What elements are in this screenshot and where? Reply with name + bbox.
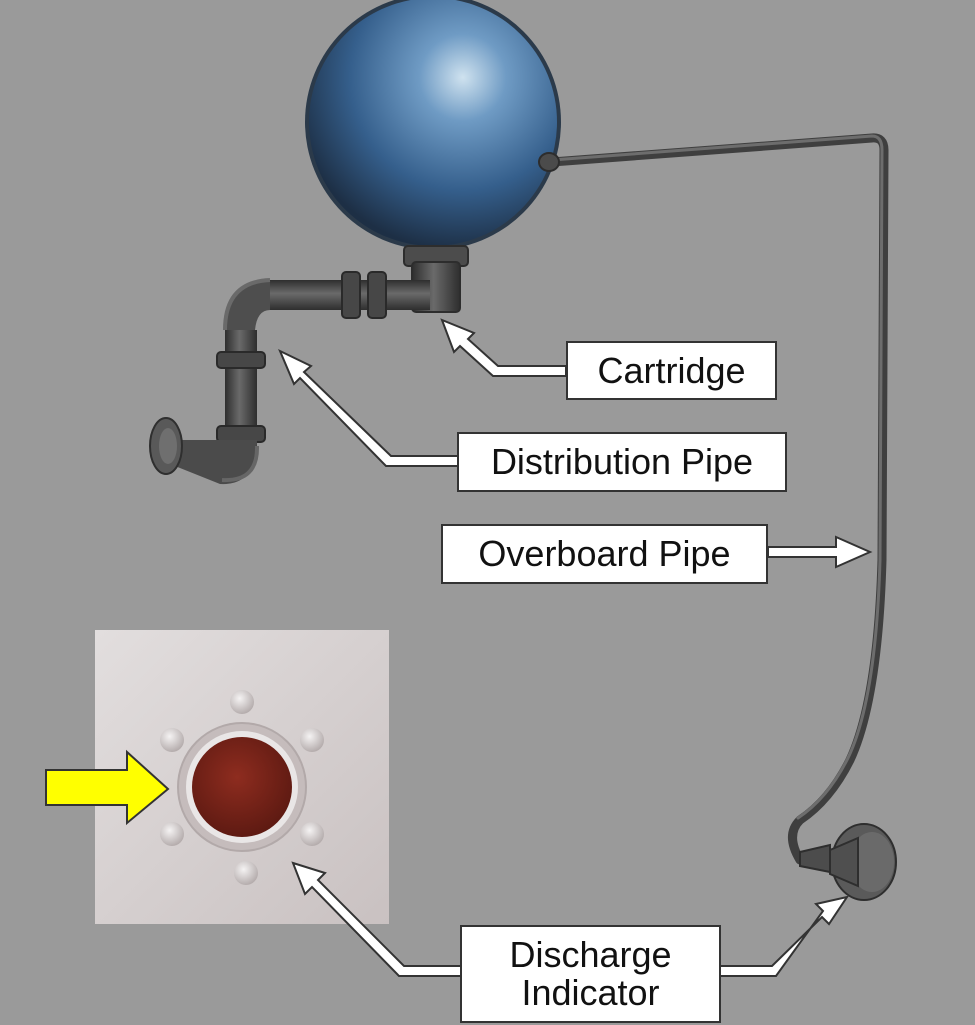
callout-arrows xyxy=(278,318,873,977)
discharge-indicator-label: Discharge Indicator xyxy=(460,925,721,1023)
discharge-plate-arrow xyxy=(291,861,463,977)
discharge-label-line1: Discharge xyxy=(509,934,672,975)
distribution-pipe-label: Distribution Pipe xyxy=(457,432,787,492)
discharge-fitting xyxy=(799,823,897,901)
cartridge-label: Cartridge xyxy=(566,341,777,400)
distribution-pipe xyxy=(149,271,430,485)
overboard-pipe-label: Overboard Pipe xyxy=(441,524,768,584)
cartridge xyxy=(305,0,561,313)
overboard-pipe xyxy=(547,133,889,865)
highlight-arrow xyxy=(45,749,170,826)
overboard-pipe-arrow xyxy=(767,535,873,569)
cartridge-arrow xyxy=(440,318,567,377)
distribution-pipe-arrow xyxy=(278,348,459,467)
discharge-label-line2: Indicator xyxy=(521,972,660,1013)
discharge-fitting-arrow xyxy=(719,895,850,977)
indicator-disc xyxy=(192,737,292,837)
